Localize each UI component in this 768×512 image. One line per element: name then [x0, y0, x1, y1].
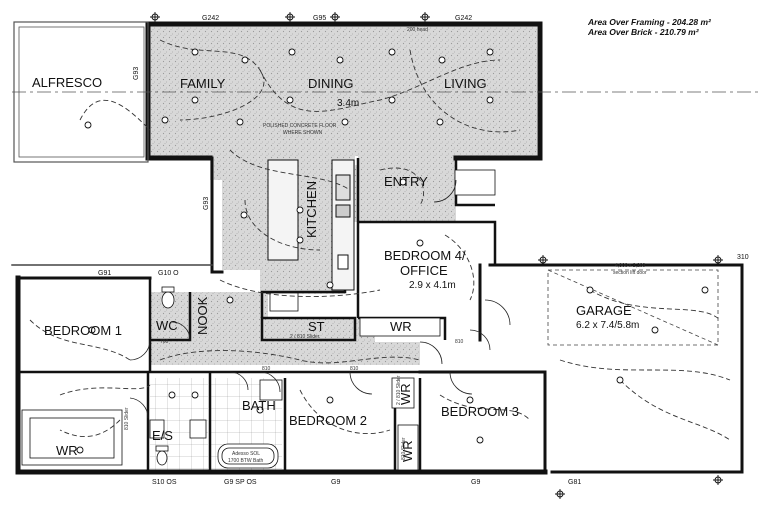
- note-door-810-b: 810: [262, 366, 271, 372]
- label-garage: GARAGE: [576, 303, 632, 318]
- window-code-top-left: G242: [202, 15, 219, 22]
- window-code-top-right: G242: [455, 15, 472, 22]
- window-code-hall: G93: [203, 197, 210, 210]
- window-code-bottom-4: G9: [471, 479, 480, 486]
- window-code-garage-right: 310: [737, 254, 749, 261]
- window-code-bed1-top: G91: [98, 270, 111, 277]
- label-wr-office: WR: [390, 319, 412, 334]
- label-bath: BATH: [242, 398, 276, 413]
- external-lights: [150, 12, 723, 499]
- doors: [129, 179, 511, 419]
- note-bed2-slider: 2 / 810 Slider: [396, 375, 402, 405]
- cabinets: [21, 292, 441, 471]
- alfresco-outline: [12, 21, 760, 163]
- garage-door: [547, 269, 719, 346]
- window-code-bottom-3: G9: [331, 479, 340, 486]
- label-wc: WC: [156, 318, 178, 333]
- floor-note-line1: POLISHED CONCRETE FLOOR: [263, 123, 337, 129]
- area-summary: Area Over Framing - 204.28 m² Area Over …: [588, 17, 711, 37]
- label-store: ST: [308, 319, 325, 334]
- note-store-slider: 2 / 810 Slider: [290, 334, 320, 340]
- exterior-walls: [11, 21, 744, 475]
- light-fittings: [76, 48, 709, 454]
- bath-tub-model: Adesso SOL: [232, 451, 260, 457]
- note-door-810-a: 810: [455, 339, 464, 345]
- label-office: OFFICE: [400, 263, 448, 278]
- area-over-brick: Area Over Brick - 210.79 m²: [588, 27, 699, 37]
- label-dining: DINING: [308, 76, 354, 91]
- window-code-bottom-1: S10 OS: [152, 479, 177, 486]
- label-entry: ENTRY: [384, 174, 428, 189]
- bath-tub-size: 1700 BTW Bath: [228, 458, 264, 464]
- kitchen-fixtures: [267, 159, 355, 291]
- note-garage-door-type: section lift door: [613, 270, 647, 276]
- window-code-wc-top: G10 O: [158, 270, 179, 277]
- floor-note-line2: WHERE SHOWN: [283, 130, 323, 136]
- label-alfresco: ALFRESCO: [32, 75, 102, 90]
- note-door-810-c: 810: [350, 366, 359, 372]
- window-code-bottom-2: G9 SP OS: [224, 479, 257, 486]
- label-kitchen: KITCHEN: [304, 181, 319, 238]
- window-code-top-mid: G95: [313, 15, 326, 22]
- label-bedroom-4: BEDROOM 4/: [384, 248, 466, 263]
- plumbing-fixtures: [149, 169, 496, 469]
- label-wr-bed3: WR: [398, 383, 413, 405]
- label-wr-bed2: WR: [400, 440, 415, 462]
- wiring-lines: [29, 39, 731, 441]
- label-family: FAMILY: [180, 76, 226, 91]
- note-head-height: 200 head: [407, 27, 428, 33]
- interior-walls: [18, 158, 497, 472]
- area-over-framing: Area Over Framing - 204.28 m²: [588, 17, 711, 27]
- note-door-760: 760: [160, 339, 169, 345]
- garage-size: 6.2 x 7.4/5.8m: [576, 320, 639, 331]
- label-bedroom-2: BEDROOM 2: [289, 413, 367, 428]
- label-nook: NOOK: [195, 296, 210, 335]
- window-code-left-upper: G93: [133, 67, 140, 80]
- label-bedroom-1: BEDROOM 1: [44, 323, 122, 338]
- note-bed3-slider: 810 Slider: [401, 437, 407, 460]
- window-code-bottom-5: G81: [568, 479, 581, 486]
- label-bedroom-3: BEDROOM 3: [441, 404, 519, 419]
- note-bed1-slider: 810 Slider: [124, 407, 130, 430]
- label-living: LIVING: [444, 76, 487, 91]
- bedroom-4-size: 2.9 x 4.1m: [409, 280, 456, 291]
- label-ensuite: E/S: [152, 428, 173, 443]
- label-wr-bed1: WR: [56, 443, 78, 458]
- label-ceiling-height: 3.4m: [337, 98, 359, 109]
- note-garage-door-size: 4,800 x 2,200: [615, 263, 646, 269]
